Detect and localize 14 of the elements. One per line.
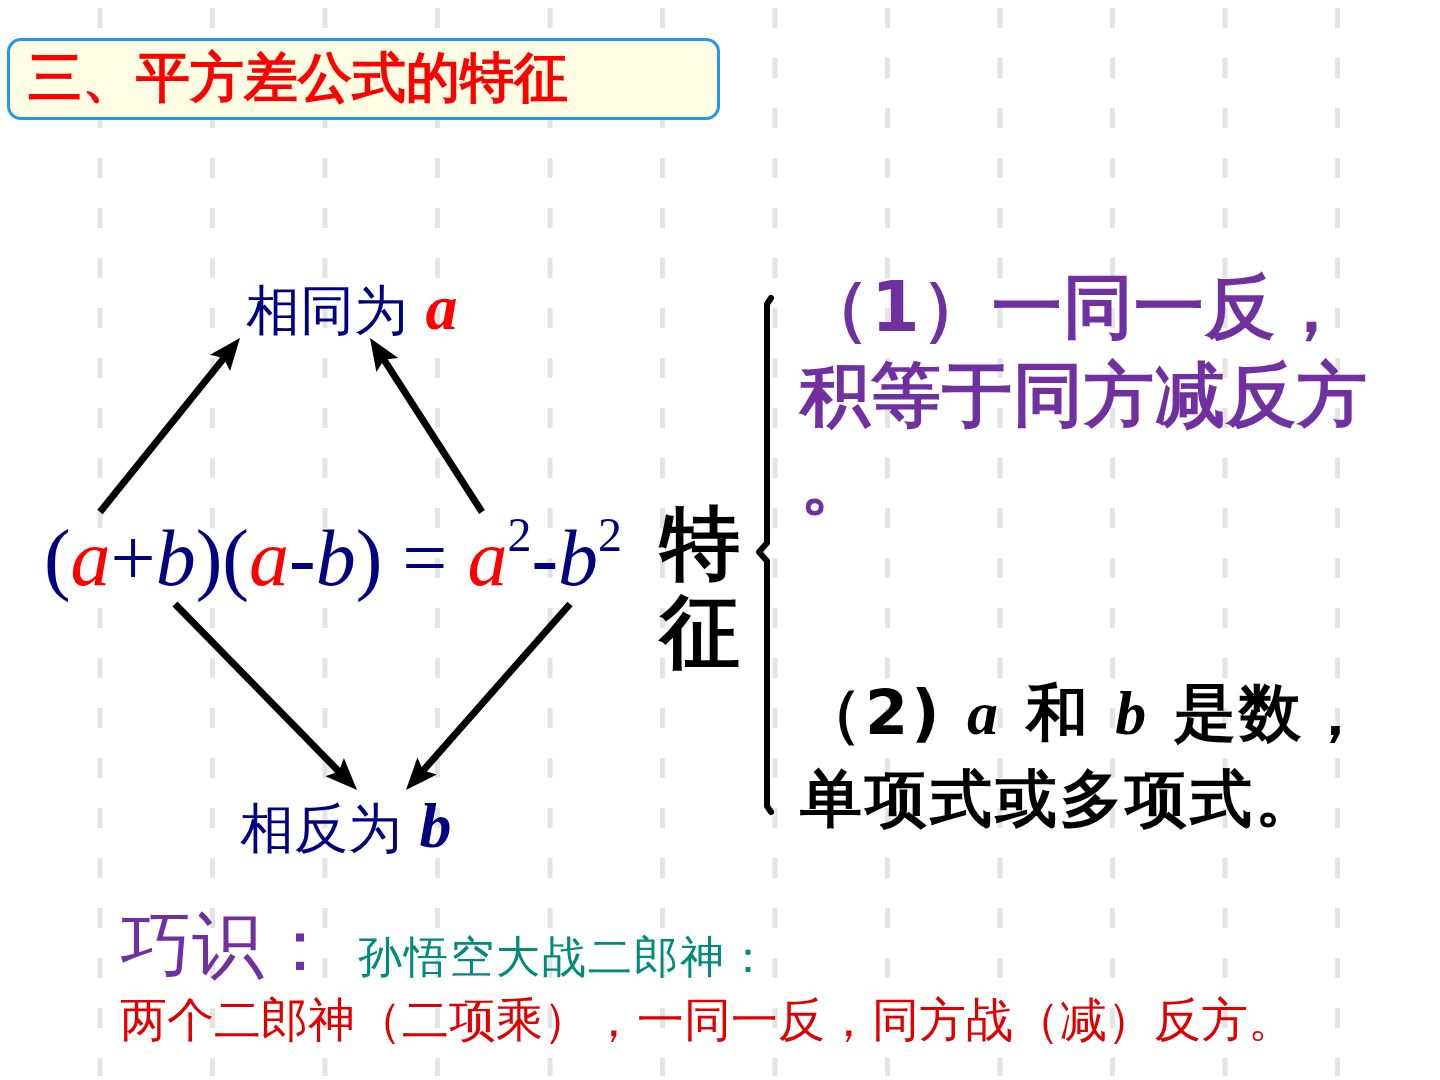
arrow <box>367 336 485 514</box>
mnemonic-heading: 巧识： <box>120 906 336 986</box>
term-label: 相同为 a <box>228 278 476 338</box>
arrow <box>172 601 360 793</box>
feature-text: （1）一同一反，积等于同方减反方。 <box>800 265 1369 526</box>
mnemonic-text: 两个二郎神（二项乘），一同一反，同方战（减）反方。 <box>120 994 1295 1046</box>
arrow <box>97 335 243 515</box>
vertical-heading: 特征 <box>660 500 740 676</box>
formula: (a+b)(a-b) = a$^{2}$-b$^{2}$ <box>30 512 636 604</box>
arrow <box>403 601 573 793</box>
term-label: 相反为 b <box>226 790 466 862</box>
feature-text: （2) a 和 b 是数，单项式或多项式。 <box>800 675 1370 837</box>
title-banner: 三、平方差公式的特征 <box>7 38 720 120</box>
mnemonic-subtitle: 孙悟空大战二郎神： <box>358 933 772 982</box>
